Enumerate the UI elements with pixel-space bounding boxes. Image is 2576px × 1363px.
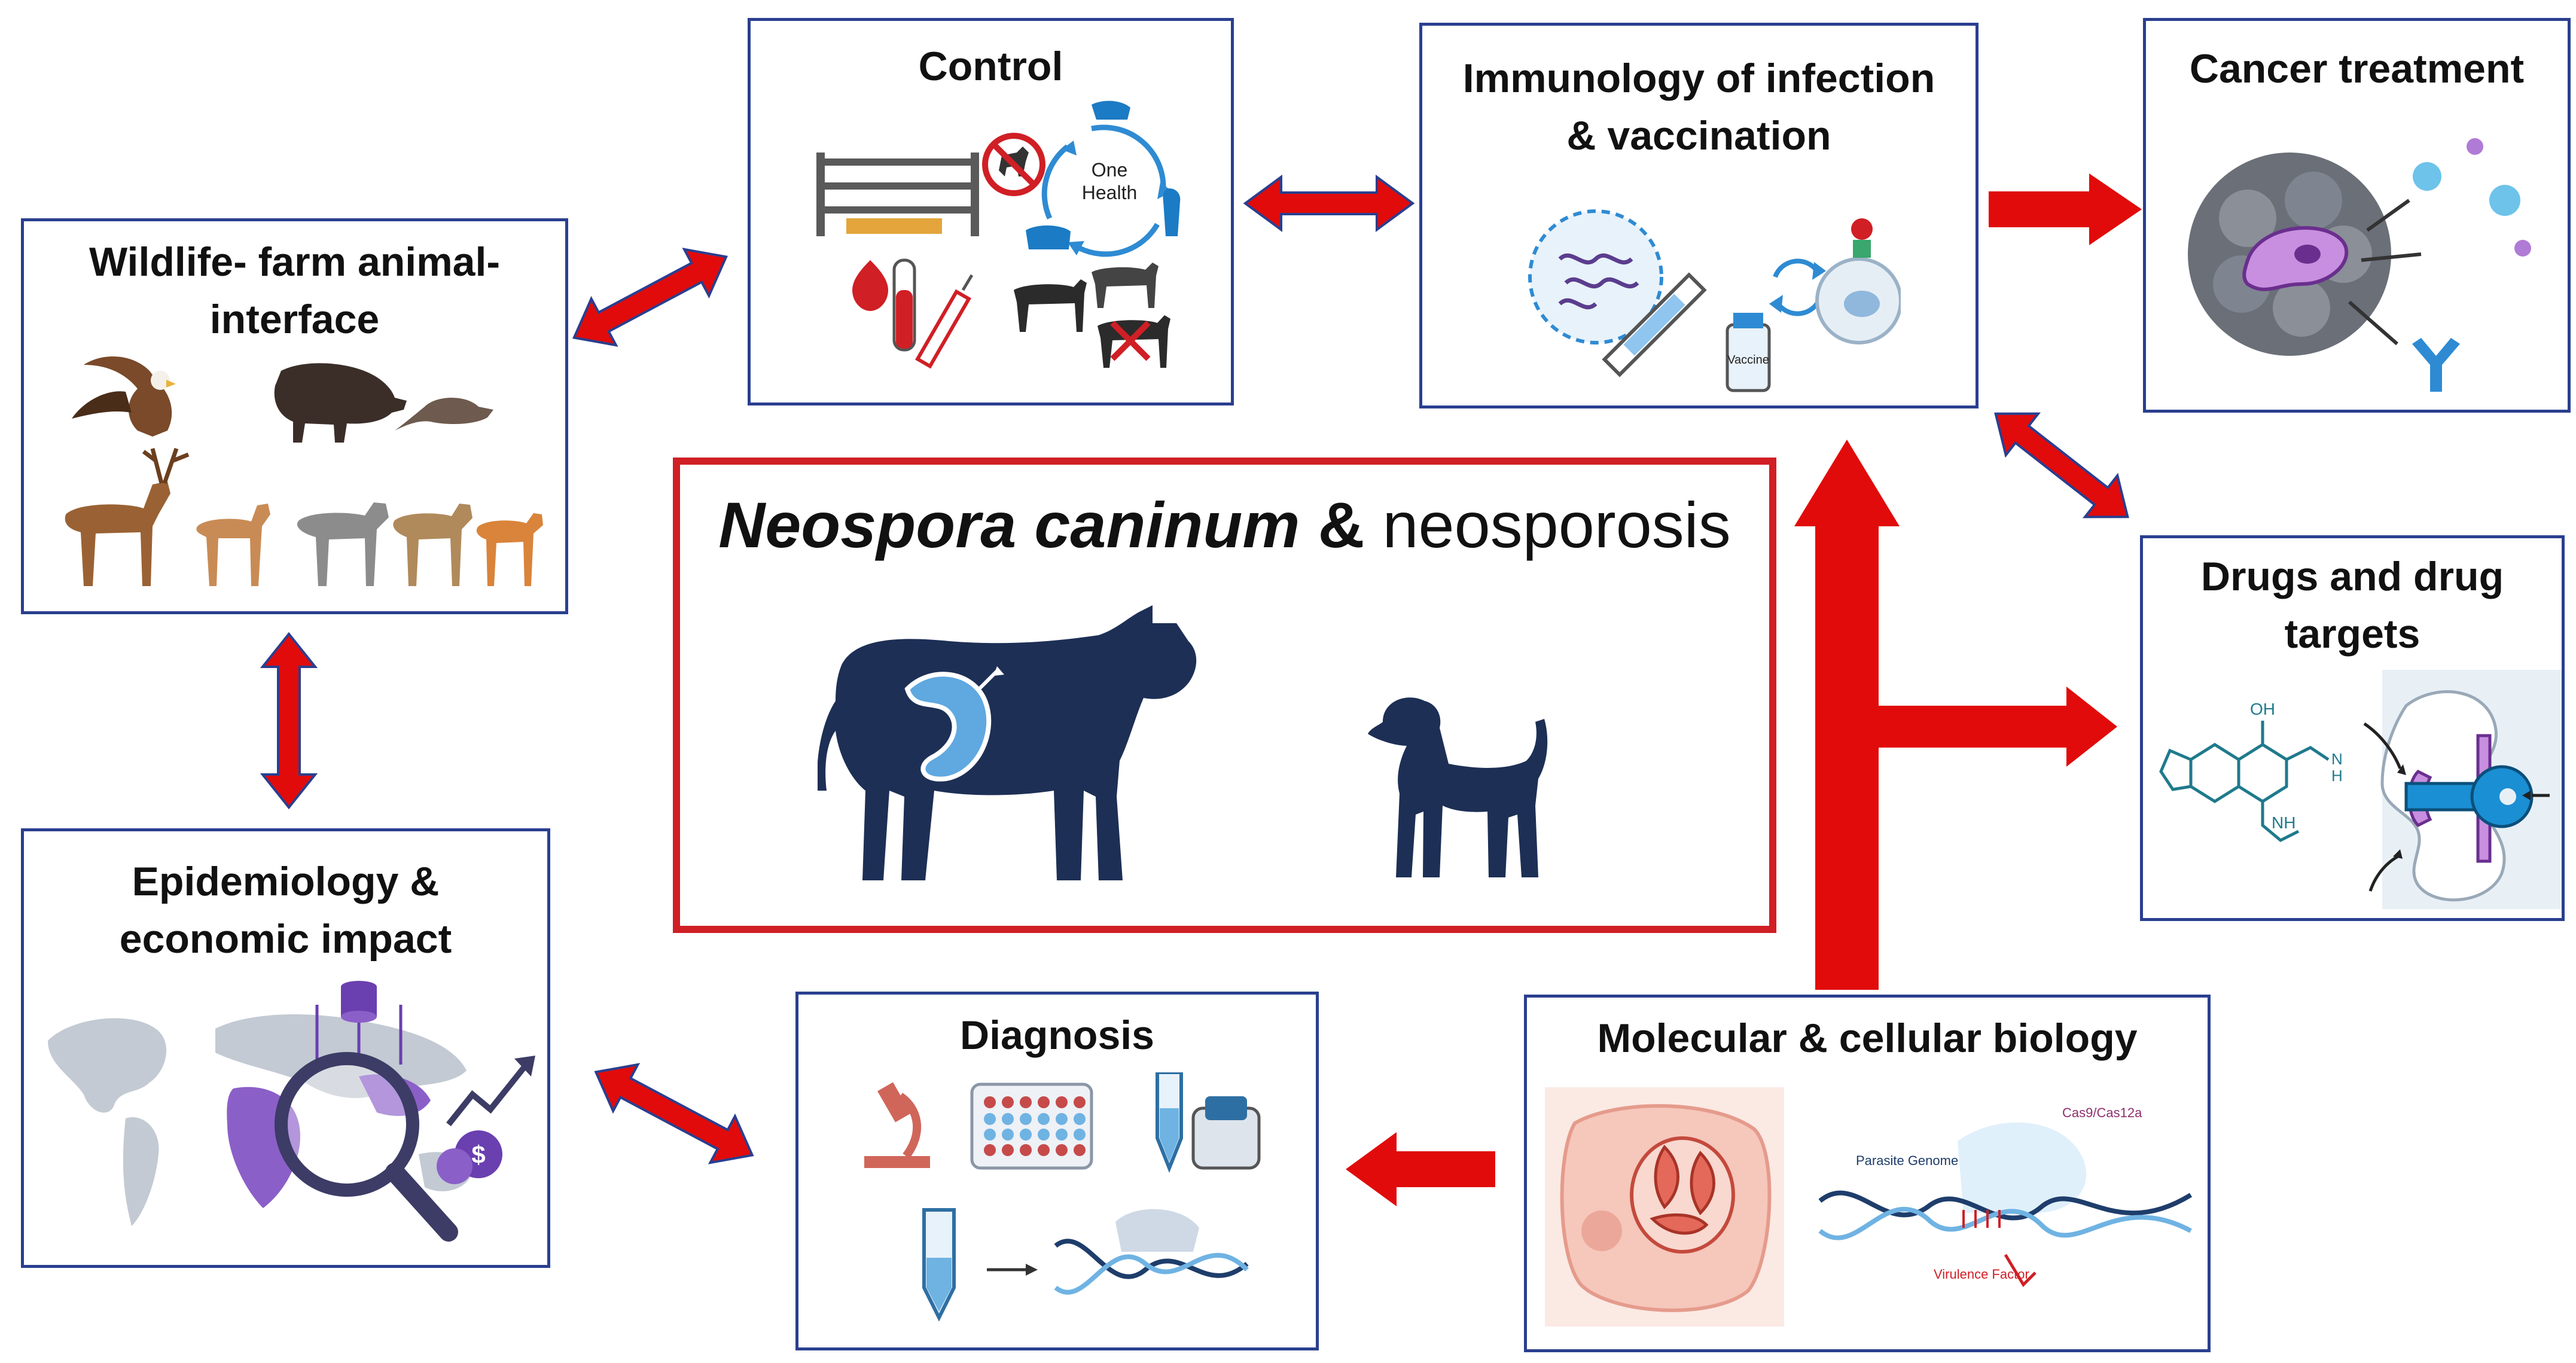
box-control: Control One Health: [748, 18, 1234, 405]
box-molecular: Molecular & cellular biology Parasite Ge…: [1524, 995, 2211, 1352]
center-title-species: Neospora caninum: [718, 489, 1300, 561]
dna-scissors-icon: [922, 1208, 1249, 1322]
arrow-wildlife-epidemiology: [260, 632, 318, 810]
box-drugs: Drugs and drug targets OH NH N H: [2140, 535, 2565, 921]
cattle-icon: [1014, 263, 1170, 368]
key-icon: [2404, 765, 2534, 828]
one-health-line2: Health: [1082, 182, 1138, 203]
wildlife-illustration: [65, 356, 543, 586]
center-title: Neospora caninum & neosporosis: [680, 486, 1769, 564]
cycle-icon: One Health: [1026, 100, 1181, 257]
box-cancer: Cancer treatment: [2143, 18, 2571, 413]
molecule-icon: [2159, 721, 2330, 842]
pcr-tube-icon: [1156, 1072, 1261, 1173]
box-diagnosis: Diagnosis: [795, 992, 1319, 1350]
diagnosis-illustration: [864, 1072, 1261, 1322]
wolf-icon: [297, 502, 472, 586]
blood-tube-icon: [852, 258, 916, 352]
box-epidemiology: Epidemiology & economic impact: [21, 828, 550, 1268]
epidemiology-illustration: $: [48, 981, 535, 1242]
immunology-title: Immunology of infection & vaccination: [1462, 56, 1935, 158]
svg-text:$: $: [471, 1141, 485, 1169]
cancer-title: Cancer treatment: [2189, 46, 2525, 92]
parasite-genome-label: Parasite Genome: [1856, 1153, 1958, 1168]
database-icon: [315, 981, 403, 1065]
pen-icon: [816, 153, 979, 236]
molecular-illustration: Parasite Genome Cas9/Cas12a Virulence Fa…: [1545, 1087, 2193, 1327]
drugs-illustration: OH NH N H: [2159, 670, 2562, 909]
eagle-icon: [72, 356, 176, 437]
cas-label: Cas9/Cas12a: [2062, 1105, 2142, 1120]
wildlife-title: Wildlife- farm animal- interface: [89, 239, 501, 342]
cow-icon: [818, 605, 1197, 880]
arrow-control-immunology: [1243, 175, 1415, 232]
host-cell-icon: [1545, 1087, 1784, 1327]
syringe-icon: [915, 274, 974, 369]
diagnosis-title: Diagnosis: [960, 1013, 1154, 1058]
arrow-epidemiology-diagnosis: [594, 1063, 754, 1164]
vial-icon: Vaccine: [1726, 313, 1771, 392]
virus-icon: [1528, 209, 1663, 344]
parasite-icon: [2242, 226, 2349, 291]
center-title-amp: &: [1318, 489, 1365, 561]
molecule-n: N: [2331, 750, 2343, 768]
box-immunology: Immunology of infection & vaccination Va…: [1419, 23, 1979, 408]
microscope-icon: [864, 1082, 930, 1168]
magnifier-icon: [275, 1052, 458, 1242]
immune-cell-icon: [1815, 218, 1901, 344]
epidemiology-title: Epidemiology & economic impact: [119, 859, 452, 962]
fox-icon: [476, 513, 543, 586]
syringe-icon: [1602, 272, 1707, 377]
arrow-wildlife-control: [572, 248, 728, 347]
control-illustration: One Health: [816, 100, 1181, 369]
arrow-immunology-drugs: [1994, 412, 2129, 519]
immunology-illustration: Vaccine: [1528, 209, 1901, 392]
well-plate-icon: [970, 1083, 1093, 1170]
dna-crispr-icon: Parasite Genome Cas9/Cas12a Virulence Fa…: [1818, 1105, 2193, 1288]
rat-icon: [395, 398, 493, 431]
no-dog-icon: [982, 133, 1045, 196]
control-title: Control: [918, 44, 1063, 89]
vial-label: Vaccine: [1727, 353, 1769, 367]
center-box: Neospora caninum & neosporosis: [673, 458, 1776, 933]
box-wildlife: Wildlife- farm animal- interface: [21, 218, 568, 614]
dog-icon: [1368, 697, 1548, 877]
molecule-h: H: [2331, 767, 2343, 785]
center-title-rest: neosporosis: [1364, 489, 1731, 561]
coins-icon: $: [437, 1130, 502, 1184]
cancer-illustration: [2188, 138, 2531, 392]
molecular-title: Molecular & cellular biology: [1597, 1016, 2138, 1061]
arrow-molecular-branch: [1794, 440, 2117, 990]
molecule-nh: NH: [2272, 813, 2295, 832]
deer-icon: [65, 447, 270, 586]
arrow-molecular-diagnosis: [1346, 1132, 1495, 1206]
trend-arrow-icon: [446, 1056, 535, 1127]
boar-icon: [274, 363, 407, 443]
arrow-immunology-cancer: [1989, 173, 2142, 245]
antibody-icon: [2412, 338, 2460, 392]
drugs-title: Drugs and drug targets: [2200, 554, 2504, 657]
molecule-oh: OH: [2250, 700, 2275, 718]
one-health-line1: One: [1092, 159, 1127, 181]
